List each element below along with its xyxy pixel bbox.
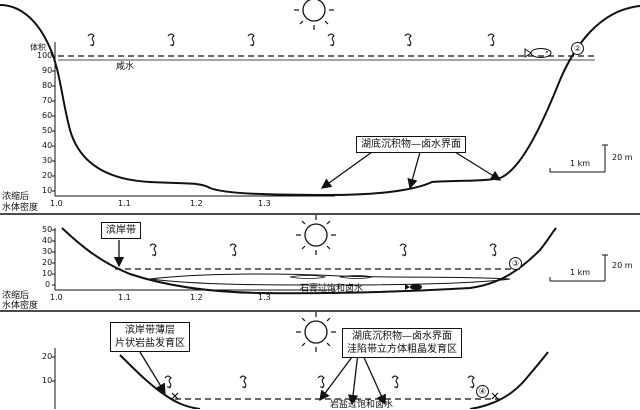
panel-2 — [0, 214, 640, 312]
scale-horizontal-label: 1 km — [570, 159, 591, 168]
bird-icon — [164, 375, 172, 389]
bird-icon — [167, 33, 175, 47]
brine-label: 石膏过饱和卤水 — [300, 284, 364, 294]
y-tick: 30 — [42, 247, 53, 256]
shore-arrow — [139, 351, 166, 395]
x-tick: 1.1 — [118, 293, 131, 302]
y-tick: 20 — [42, 171, 53, 180]
crystal-icon — [171, 392, 179, 400]
shore-label-line: 滨岸带薄层 — [125, 325, 175, 336]
y-axis-ticks — [52, 229, 55, 286]
x-tick: 1.0 — [50, 293, 63, 302]
level-label: 体积 — [30, 43, 46, 52]
axis-title: 水体密度 — [2, 203, 39, 213]
basin-profile-2 — [61, 227, 557, 295]
interface-label-box: 湖底沉积物—卤水界面 — [356, 136, 466, 153]
y-tick: 70 — [42, 96, 53, 105]
stage-marker: ③ — [509, 257, 522, 270]
interface-label-box: 湖底沉积物—卤水界面 洼陷带立方体粗晶发育区 — [342, 328, 462, 358]
bird-icon — [327, 33, 335, 47]
y-tick: 0 — [45, 280, 51, 289]
bird-icon — [229, 243, 237, 257]
y-tick: 30 — [42, 156, 53, 165]
interface-arrow — [320, 151, 373, 189]
scale-horizontal-label: 1 km — [570, 268, 591, 277]
basin-profile-1 — [0, 4, 640, 197]
bird-icon — [239, 375, 247, 389]
y-tick: 20 — [42, 352, 53, 361]
y-tick: 80 — [42, 81, 53, 90]
x-tick: 1.3 — [258, 199, 271, 208]
brine-lens-inner — [339, 275, 374, 279]
brine-lens — [149, 273, 511, 286]
x-tick: 1.1 — [118, 199, 131, 208]
basin-profile-3 — [119, 351, 549, 409]
bird-icon — [404, 33, 412, 47]
scale-vertical-label: 20 m — [612, 261, 633, 270]
brine-label: 岩盐过饱和卤水 — [330, 400, 394, 410]
y-tick: 10 — [42, 376, 53, 385]
interface-arrow — [319, 352, 356, 402]
y-tick: 10 — [42, 186, 53, 195]
y-tick: 40 — [42, 141, 53, 150]
crystal-icon — [491, 392, 499, 400]
interface-label-line: 洼陷带立方体粗晶发育区 — [347, 344, 457, 355]
scale-bar — [549, 254, 608, 282]
axis-title: 浓缩后 — [2, 192, 30, 202]
interface-label-line: 湖底沉积物—卤水界面 — [352, 331, 452, 342]
y-tick: 20 — [42, 258, 53, 267]
sun-icon — [295, 311, 337, 353]
x-tick: 1.0 — [50, 199, 63, 208]
bird-icon — [487, 33, 495, 47]
interface-arrow — [347, 352, 359, 406]
x-tick: 1.2 — [190, 199, 203, 208]
y-tick: 50 — [42, 225, 53, 234]
y-tick: 40 — [42, 236, 53, 245]
scale-vertical-label: 20 m — [612, 153, 633, 162]
fish-icon — [405, 284, 422, 290]
sun-icon — [293, 0, 335, 31]
bird-icon — [489, 243, 497, 257]
panel-3 — [52, 311, 549, 409]
y-tick: 90 — [42, 66, 53, 75]
y-axis-ticks — [52, 356, 55, 382]
bird-icon — [317, 375, 325, 389]
water-label: 咸水 — [116, 62, 135, 72]
panel-1 — [0, 0, 640, 215]
bird-icon — [399, 243, 407, 257]
bird-icon — [467, 375, 475, 389]
bird-icon — [149, 243, 157, 257]
axis-title: 浓缩后 — [2, 291, 30, 301]
stage-marker: ② — [571, 42, 584, 55]
x-tick: 1.3 — [258, 293, 271, 302]
shore-label-line: 片状岩盐发育区 — [115, 338, 185, 349]
bird-icon — [391, 375, 399, 389]
axis-title: 水体密度 — [2, 301, 39, 311]
brine-lens-inner — [289, 275, 327, 279]
interface-arrow — [454, 151, 502, 181]
interface-arrow — [407, 151, 421, 190]
stage-marker: ④ — [476, 385, 489, 398]
y-tick: 50 — [42, 126, 53, 135]
y-tick: 60 — [42, 111, 53, 120]
scale-bar — [549, 144, 608, 173]
y-tick: 100 — [37, 51, 53, 60]
y-tick: 10 — [42, 269, 53, 278]
x-tick: 1.2 — [190, 293, 203, 302]
shore-label-box: 滨岸带薄层 片状岩盐发育区 — [110, 322, 190, 352]
shore-label-box: 滨岸带 — [101, 222, 141, 239]
interface-arrow — [361, 352, 386, 406]
sun-icon — [295, 214, 337, 256]
bird-icon — [87, 33, 95, 47]
fish-icon — [524, 48, 552, 58]
bird-icon — [247, 33, 255, 47]
